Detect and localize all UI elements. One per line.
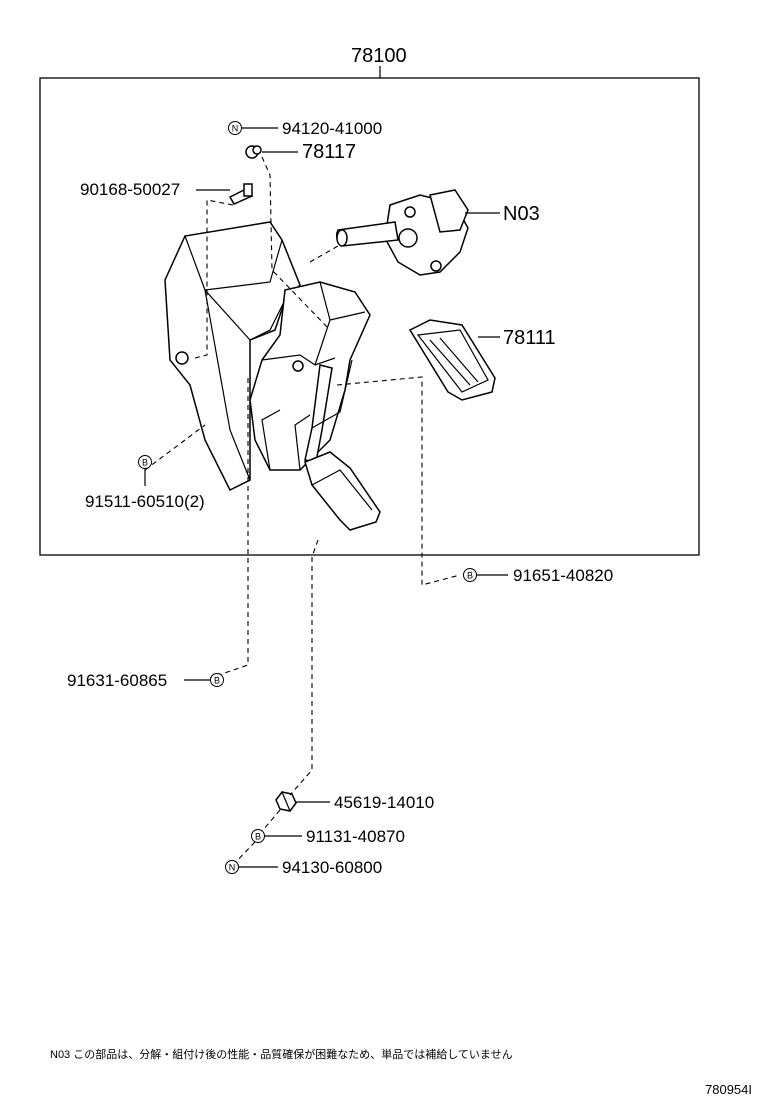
part-label-91631-60865: 91631-60865 xyxy=(67,671,167,690)
diagram-code: 780954I xyxy=(705,1082,752,1097)
footnote-n03: N03 この部品は、分解・組付け後の性能・品質確保が困難なため、単品では補給して… xyxy=(50,1049,513,1061)
assembly-frame xyxy=(39,77,700,556)
part-label-n03: N03 xyxy=(503,203,540,225)
nut-45619-shape xyxy=(275,791,297,812)
marker-letter: B xyxy=(467,571,473,581)
pedal-pad-78111 xyxy=(408,319,496,401)
marker-b-icon xyxy=(251,829,265,843)
part-label-91511-60510: 91511-60510(2) xyxy=(85,492,205,511)
marker-b-icon xyxy=(463,568,477,582)
marker-n-icon xyxy=(225,860,239,874)
marker-b-icon xyxy=(138,455,152,469)
sensor-n03 xyxy=(335,189,469,276)
marker-letter: B xyxy=(214,676,220,686)
pedal-foot-pad xyxy=(304,451,381,531)
part-label-91131-40870: 91131-40870 xyxy=(306,827,405,846)
bolt-90168-shape xyxy=(228,183,254,205)
marker-letter: N xyxy=(229,863,236,873)
part-label-78111: 78111 xyxy=(503,327,556,349)
marker-letter: N xyxy=(232,124,239,134)
clip-78117-shape xyxy=(245,145,262,159)
part-label-94120-41000: 94120-41000 xyxy=(282,119,382,138)
marker-n-icon xyxy=(228,121,242,135)
part-label-90168-50027: 90168-50027 xyxy=(80,180,180,199)
marker-letter: B xyxy=(142,458,148,468)
assembly-guide-lines xyxy=(144,156,461,867)
marker-letter: B xyxy=(255,832,261,842)
part-label-45619-14010: 45619-14010 xyxy=(334,793,434,812)
part-label-78117: 78117 xyxy=(302,141,356,163)
assembly-number: 78100 xyxy=(351,45,407,67)
part-label-91651-40820: 91651-40820 xyxy=(513,566,613,585)
marker-b-icon xyxy=(210,673,224,687)
part-label-94130-60800: 94130-60800 xyxy=(282,858,382,877)
pedal-bracket xyxy=(164,221,301,492)
